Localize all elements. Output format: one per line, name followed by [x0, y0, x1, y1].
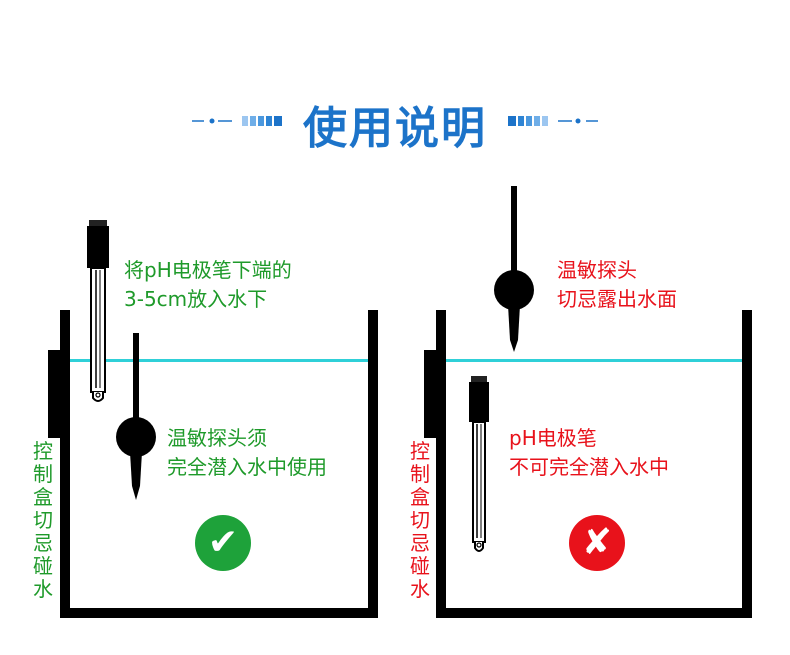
- check-icon: ✔: [195, 515, 251, 571]
- water-line: [446, 359, 742, 362]
- ph-pen-warning-line-1: pH电极笔: [509, 426, 597, 450]
- temperature-sensor: [494, 186, 534, 352]
- container-bottom: [60, 608, 378, 618]
- sensor-instruction: 温敏探头须 完全潜入水中使用: [167, 424, 327, 482]
- ph-pen-warning-line-2: 不可完全潜入水中: [509, 455, 669, 479]
- sensor-instruction-line-1: 温敏探头须: [167, 426, 267, 450]
- left-panel-container: [48, 220, 378, 618]
- sensor-warning-line-1: 温敏探头: [557, 258, 637, 282]
- control-box: [48, 350, 60, 438]
- ph-pen: [87, 220, 109, 402]
- ph-pen-instruction-line-2: 3-5cm放入水下: [124, 287, 268, 311]
- title-decoration-right: [508, 116, 598, 126]
- ph-pen-warning: pH电极笔 不可完全潜入水中: [509, 424, 669, 482]
- container-right-wall: [742, 310, 752, 618]
- container-left-wall: [60, 310, 70, 618]
- cross-icon: ✘: [569, 515, 625, 571]
- control-box: [424, 350, 436, 438]
- sensor-warning: 温敏探头 切忌露出水面: [557, 256, 677, 314]
- container-right-wall: [368, 310, 378, 618]
- temperature-sensor: [116, 333, 156, 500]
- container-bottom: [436, 608, 752, 618]
- right-panel-container: [424, 186, 752, 618]
- title-decoration-left: [192, 116, 282, 126]
- sensor-instruction-line-2: 完全潜入水中使用: [167, 455, 327, 479]
- ph-pen: [469, 376, 489, 552]
- page-title: 使用说明: [303, 103, 487, 154]
- ph-pen-instruction-line-1: 将pH电极笔下端的: [124, 258, 292, 282]
- container-left-wall: [436, 310, 446, 618]
- water-line: [70, 359, 368, 362]
- sensor-warning-line-2: 切忌露出水面: [557, 287, 677, 311]
- control-box-warning: 控制盒切忌碰水: [410, 439, 430, 601]
- control-box-warning: 控制盒切忌碰水: [33, 439, 53, 601]
- ph-pen-instruction: 将pH电极笔下端的 3-5cm放入水下: [124, 256, 292, 314]
